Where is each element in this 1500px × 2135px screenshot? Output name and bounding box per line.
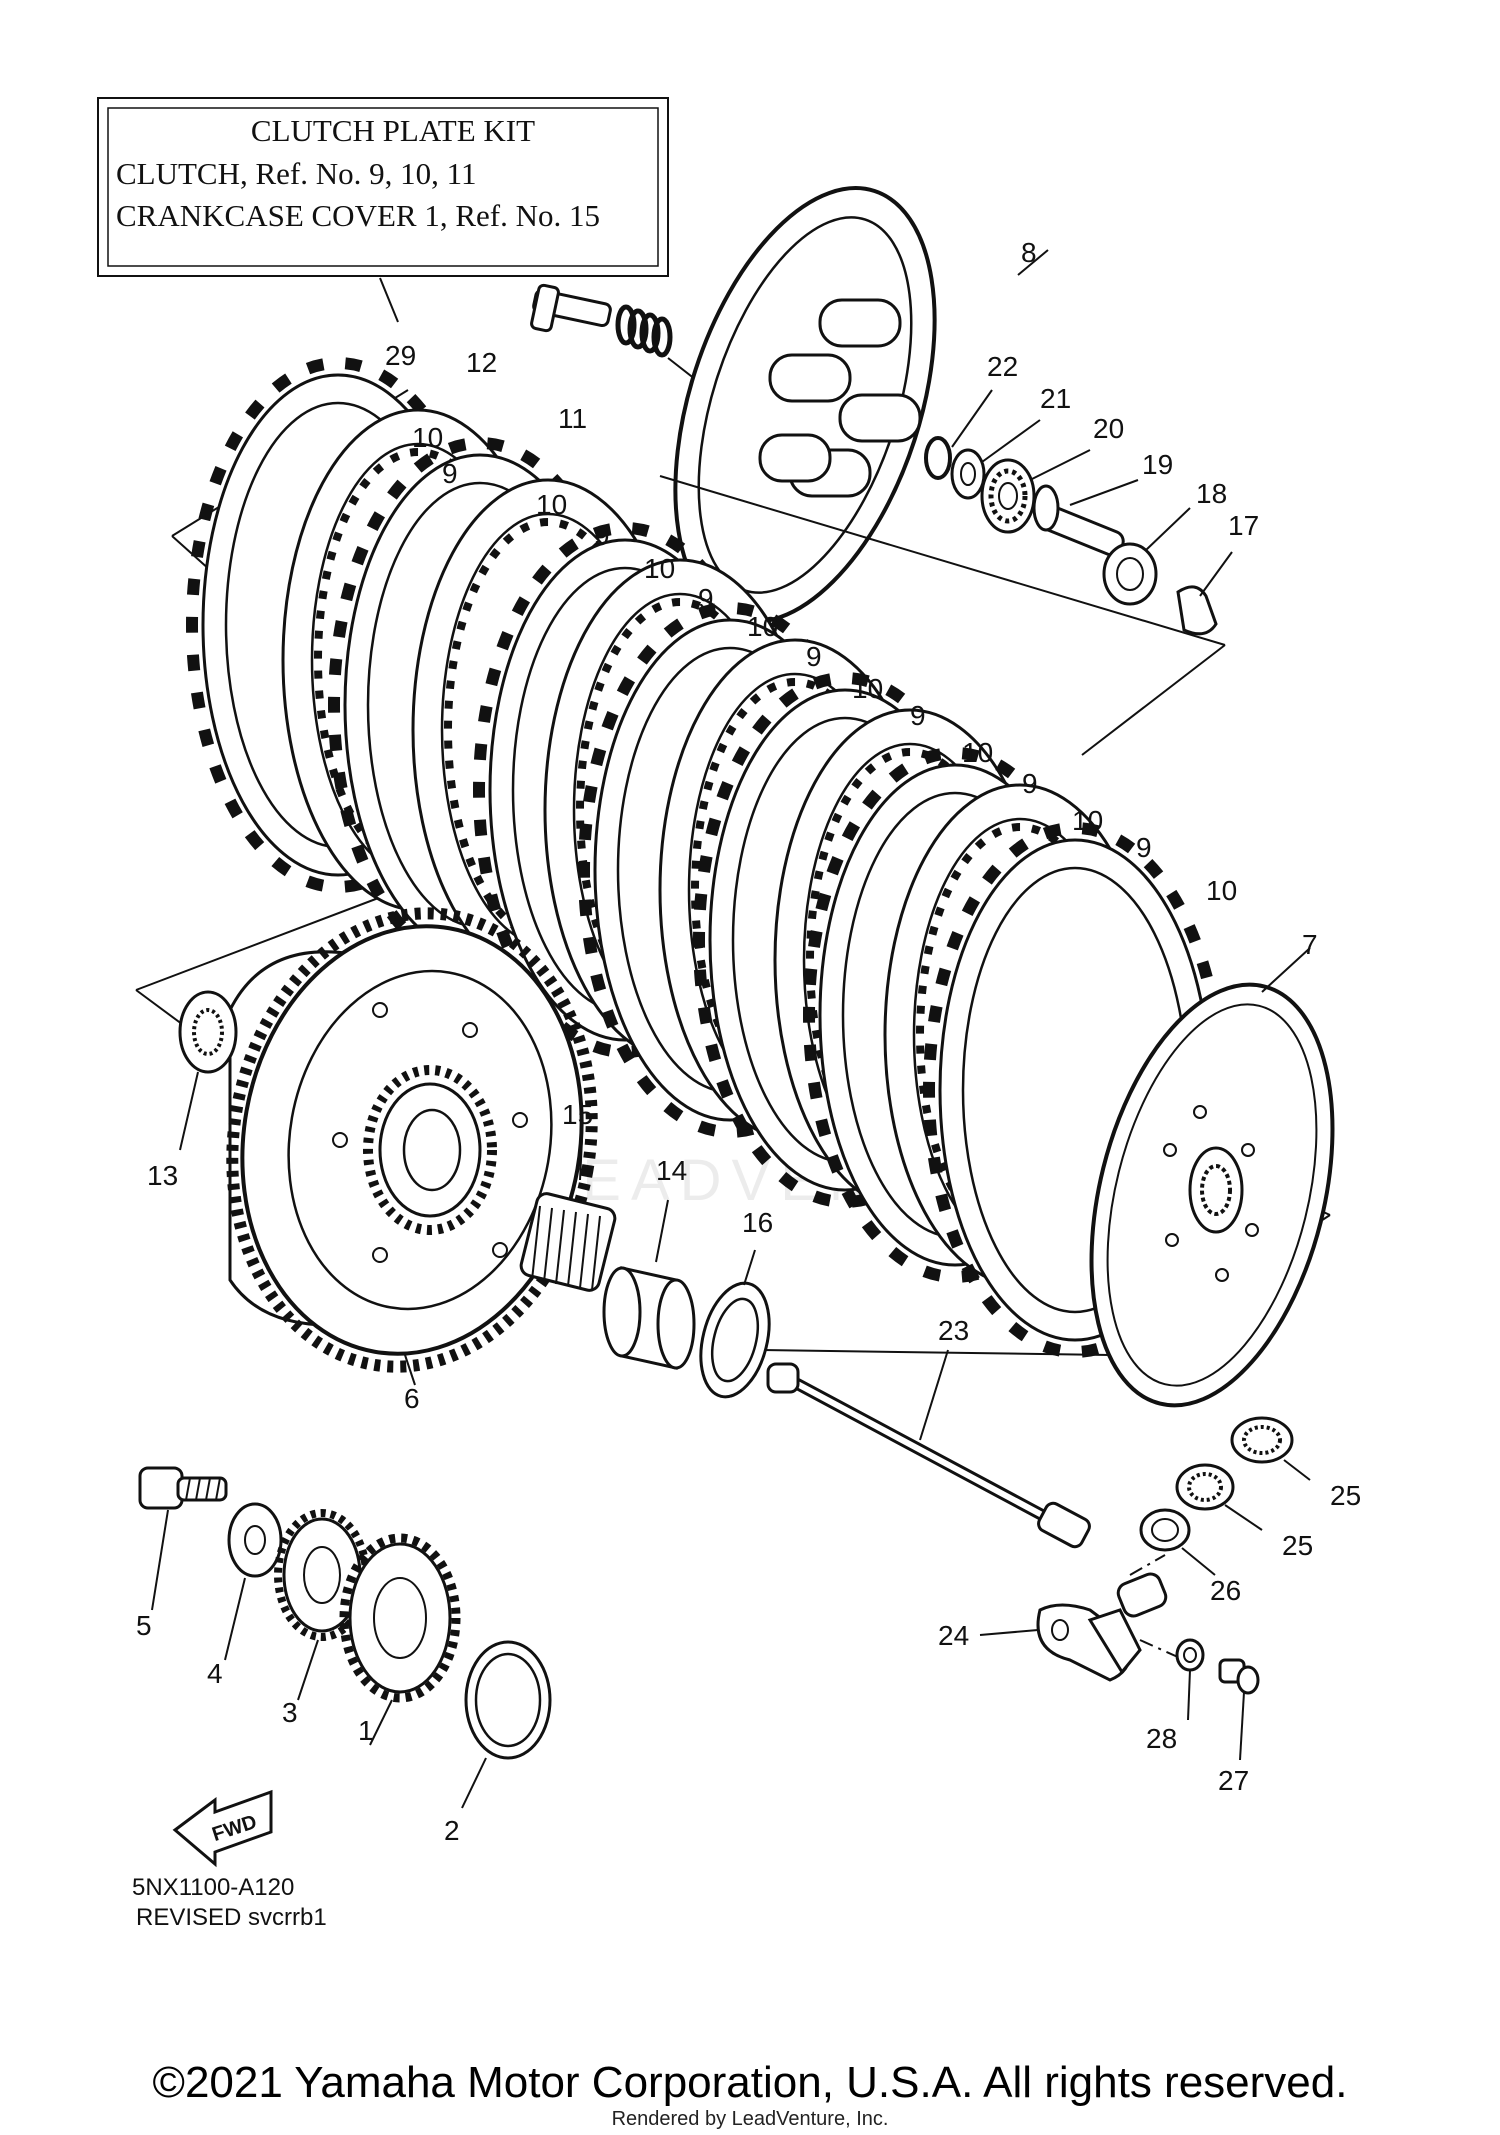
kit-title: CLUTCH PLATE KIT <box>251 113 535 148</box>
washer-21 <box>950 448 986 500</box>
push-rod-19 <box>1032 484 1125 557</box>
callout-10: 10 <box>1072 805 1103 836</box>
callout-10: 10 <box>536 489 567 520</box>
washer-16 <box>699 1281 771 1399</box>
kit-line-clutch: CLUTCH, Ref. No. 9, 10, 11 <box>116 156 477 191</box>
bearing-2 <box>464 1640 552 1760</box>
bolt-12 <box>530 283 612 333</box>
callout-26: 26 <box>1210 1575 1241 1606</box>
callout-21: 21 <box>1040 383 1071 414</box>
callout-9: 9 <box>1022 768 1038 799</box>
fwd-arrow-icon: FWD <box>172 1789 273 1868</box>
oil-seal-26 <box>1139 1508 1191 1552</box>
push-rod-23 <box>766 1362 1091 1549</box>
bearing-20 <box>980 458 1036 534</box>
washer-28 <box>1175 1638 1205 1672</box>
pressure-plate-8 <box>673 186 937 624</box>
spacer-14 <box>602 1266 696 1370</box>
spring-11 <box>615 304 673 358</box>
thrust-washer-13 <box>178 990 238 1074</box>
callout-10: 10 <box>644 553 675 584</box>
bolt-27 <box>1218 1658 1260 1695</box>
callout-4: 4 <box>207 1658 223 1689</box>
bearing-25-lower <box>1175 1463 1235 1511</box>
callout-13: 13 <box>147 1160 178 1191</box>
callout-22: 22 <box>987 351 1018 382</box>
callout-10: 10 <box>962 737 993 768</box>
callout-2: 2 <box>444 1815 460 1846</box>
clutch-plate-kit-box: CLUTCH PLATE KIT CLUTCH, Ref. No. 9, 10,… <box>97 97 669 277</box>
callout-7: 7 <box>1302 929 1318 960</box>
rendered-by-credit: Rendered by LeadVenture, Inc. <box>611 2108 889 2130</box>
callout-9: 9 <box>698 583 714 614</box>
callout-25: 25 <box>1282 1530 1313 1561</box>
callout-11: 11 <box>558 403 587 434</box>
callout-numbers: 1 2 3 4 5 6 7 8 9 9 9 9 9 9 9 10 10 10 1… <box>136 237 1361 1846</box>
callout-20: 20 <box>1093 413 1124 444</box>
diagram-code: 5NX1100-A120 <box>132 1874 294 1901</box>
callout-9: 9 <box>1136 832 1152 863</box>
push-lever-shaft-24 <box>1036 1572 1168 1682</box>
revision-note: REVISED svcrrb1 <box>136 1904 327 1931</box>
callout-3: 3 <box>282 1697 298 1728</box>
callout-14: 14 <box>656 1155 687 1186</box>
nut-18 <box>1102 542 1158 606</box>
callout-24: 24 <box>938 1620 969 1651</box>
callout-28: 28 <box>1146 1723 1177 1754</box>
callout-8: 8 <box>1021 237 1037 268</box>
callout-27: 27 <box>1218 1765 1249 1796</box>
bolt-5 <box>138 1466 228 1510</box>
callout-16: 16 <box>742 1207 773 1238</box>
callout-12: 12 <box>466 347 497 378</box>
callout-23: 23 <box>938 1315 969 1346</box>
bearing-25-upper <box>1230 1416 1294 1464</box>
callout-10: 10 <box>747 611 778 642</box>
clutch-housing-6 <box>226 907 598 1373</box>
clutch-boss-7 <box>1089 982 1335 1408</box>
callout-1: 1 <box>358 1715 374 1746</box>
callout-9: 9 <box>594 520 610 551</box>
washer-4 <box>227 1502 283 1578</box>
callout-10: 10 <box>1206 875 1237 906</box>
callout-5: 5 <box>136 1610 152 1641</box>
callout-6: 6 <box>404 1383 420 1414</box>
kit-line-crankcase: CRANKCASE COVER 1, Ref. No. 15 <box>116 198 600 233</box>
callout-29: 29 <box>385 340 416 371</box>
callout-9: 9 <box>910 700 926 731</box>
callout-15: 15 <box>562 1099 593 1130</box>
callout-17: 17 <box>1228 510 1259 541</box>
gear-1 <box>339 1533 461 1703</box>
callout-18: 18 <box>1196 478 1227 509</box>
copyright-notice: ©2021 Yamaha Motor Corporation, U.S.A. A… <box>152 2058 1348 2107</box>
callout-9: 9 <box>442 458 458 489</box>
callout-10: 10 <box>852 673 883 704</box>
callout-25: 25 <box>1330 1480 1361 1511</box>
callout-19: 19 <box>1142 449 1173 480</box>
callout-10: 10 <box>412 422 443 453</box>
lock-washer-17 <box>1176 585 1218 636</box>
circlip-22 <box>924 436 952 480</box>
callout-9: 9 <box>806 641 822 672</box>
needle-bearing-15 <box>519 1192 617 1292</box>
